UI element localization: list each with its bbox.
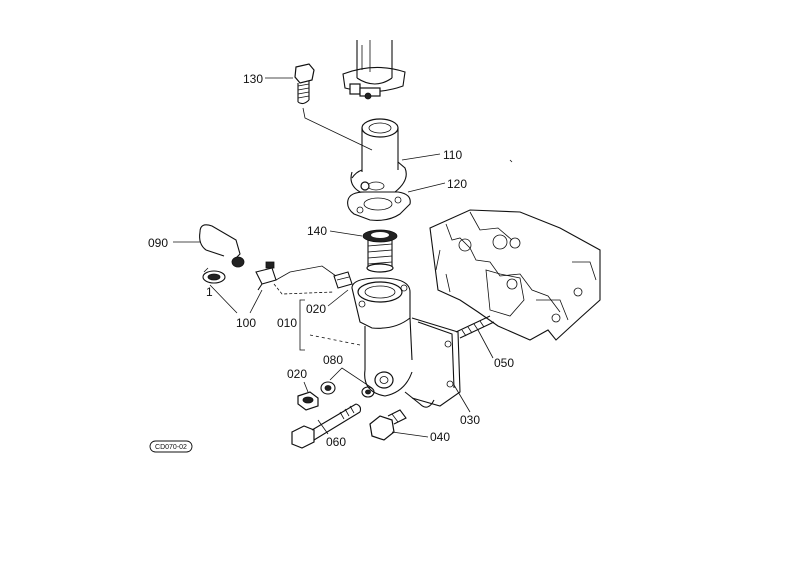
hose-clamp-100-left xyxy=(202,267,226,284)
hose-clamp-100-right xyxy=(255,261,277,291)
callout-010: 010 xyxy=(277,316,297,330)
bypass-dash-line xyxy=(273,283,335,295)
callout-120: 120 xyxy=(447,177,467,191)
bracket-010 xyxy=(299,299,305,351)
drain-plug-020-upper xyxy=(333,271,353,289)
callout-090: 090 xyxy=(148,236,168,250)
leader-110 xyxy=(401,153,441,161)
hose-clamp xyxy=(342,66,406,100)
plug-040 xyxy=(369,409,407,441)
callout-020-lower: 020 xyxy=(287,367,307,381)
engine-block xyxy=(429,209,601,341)
figure-code-text: CD070-02 xyxy=(155,444,187,451)
leader-060 xyxy=(317,419,329,435)
leader-010 xyxy=(309,334,361,346)
bolt-130 xyxy=(294,63,315,105)
leader-080 xyxy=(329,367,373,389)
water-flange-010 xyxy=(351,277,461,408)
callout-100: 100 xyxy=(236,316,256,330)
bypass-connector-line xyxy=(275,265,337,281)
callout-050: 050 xyxy=(494,356,514,370)
stud-050 xyxy=(455,315,495,339)
thermostat-140 xyxy=(362,229,398,273)
leader-120 xyxy=(407,182,446,193)
leader-040 xyxy=(391,431,429,438)
callout-110: 110 xyxy=(443,148,462,162)
leader-100-left xyxy=(209,284,238,314)
callout-030: 030 xyxy=(460,413,480,427)
nut-020-lower xyxy=(297,391,319,411)
callout-1: 1 xyxy=(206,285,213,299)
bolt-060 xyxy=(291,403,362,449)
leader-130-to-outlet xyxy=(302,107,373,151)
washers-080 xyxy=(320,381,375,398)
leader-030 xyxy=(453,384,471,413)
thermostat-cover-110 xyxy=(350,118,407,193)
callout-130: 130 xyxy=(243,72,263,86)
upper-hose xyxy=(356,40,393,85)
leader-140 xyxy=(329,230,363,237)
leader-020-lower xyxy=(303,381,309,393)
gasket-120 xyxy=(347,191,411,221)
registration-mark xyxy=(509,159,513,163)
leader-100-right xyxy=(249,289,263,314)
callout-060: 060 xyxy=(326,435,346,449)
callout-140: 140 xyxy=(307,224,327,238)
figure-code-badge: CD070-02 xyxy=(149,440,193,453)
bypass-hose-090 xyxy=(199,224,245,268)
leader-050 xyxy=(477,329,494,359)
callout-020-upper: 020 xyxy=(306,302,326,316)
callout-040: 040 xyxy=(430,430,450,444)
leader-020-upper xyxy=(327,289,349,307)
callout-080: 080 xyxy=(323,353,343,367)
